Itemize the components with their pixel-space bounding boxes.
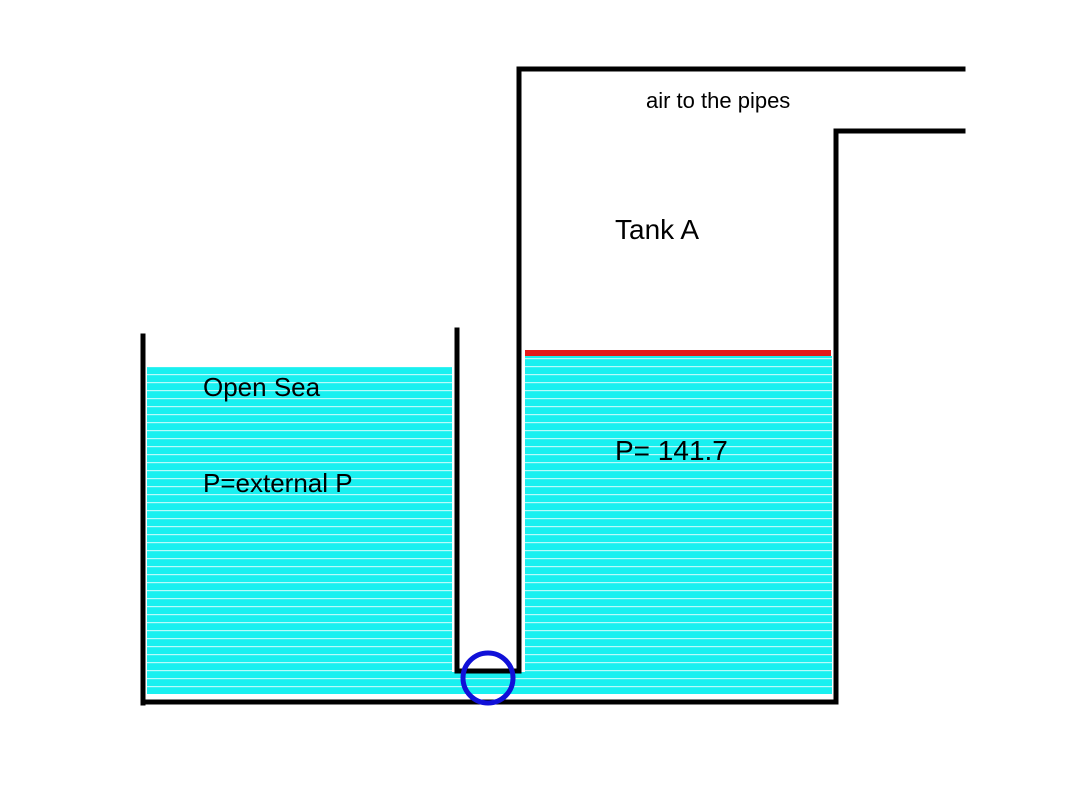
tank-pressure-label: P= 141.7 bbox=[615, 435, 728, 466]
sea-pressure-label: P=external P bbox=[203, 468, 353, 498]
tank-a-label: Tank A bbox=[615, 214, 699, 245]
open-sea-label: Open Sea bbox=[203, 372, 321, 402]
open-sea-water bbox=[147, 367, 452, 694]
channel-water bbox=[452, 672, 525, 694]
tank-a-water bbox=[525, 356, 832, 694]
valve-icon[interactable] bbox=[460, 650, 516, 706]
air-to-pipes-label: air to the pipes bbox=[646, 88, 790, 113]
